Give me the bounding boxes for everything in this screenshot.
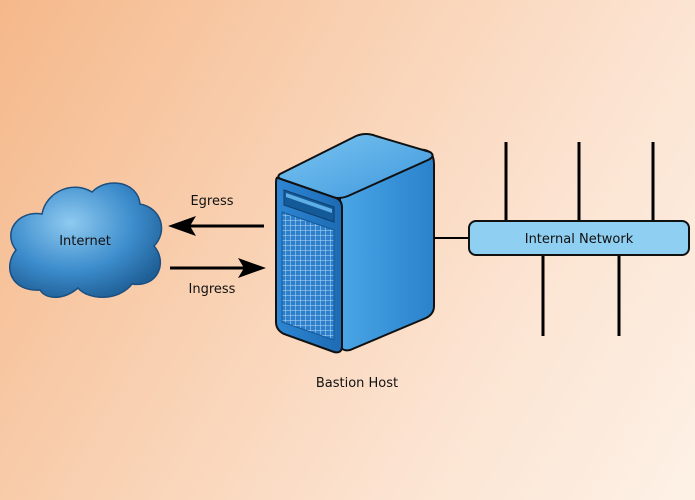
ingress-arrow <box>170 258 266 278</box>
internal-network-node: Internal Network <box>468 142 690 336</box>
network-bus-icon <box>468 142 690 336</box>
bastion-host-node: Bastion Host <box>275 133 435 391</box>
internet-node: Internet <box>9 182 163 298</box>
server-tower-icon <box>275 133 435 354</box>
cloud-icon <box>9 182 163 298</box>
egress-arrow <box>168 216 264 236</box>
internet-label: Internet <box>59 234 111 249</box>
egress-label: Egress <box>190 194 233 209</box>
bastion-host-label: Bastion Host <box>316 376 398 391</box>
internal-network-label: Internal Network <box>525 232 634 247</box>
network-bar <box>468 220 690 256</box>
ingress-label: Ingress <box>189 282 236 297</box>
